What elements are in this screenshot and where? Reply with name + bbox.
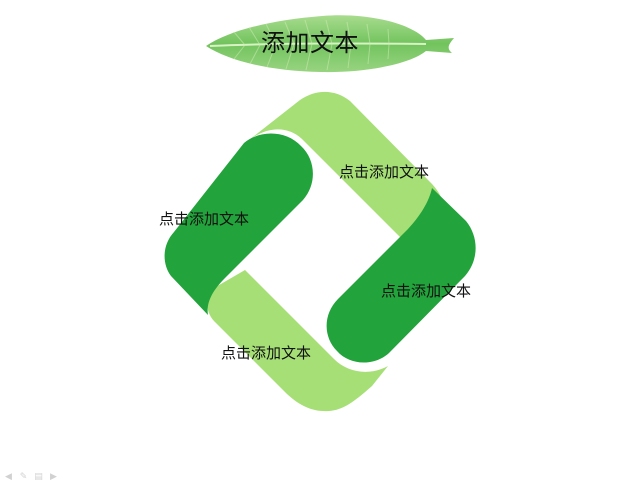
segment-label-left: 点击添加文本 xyxy=(159,210,250,228)
pen-icon[interactable]: ✎ xyxy=(19,472,28,482)
segment-right xyxy=(326,188,476,363)
segment-left xyxy=(164,133,313,315)
segment-bottom xyxy=(207,270,388,412)
leaf-title-background xyxy=(206,15,454,73)
menu-icon[interactable]: ▤ xyxy=(34,472,43,482)
slide-title: 添加文本 xyxy=(261,29,359,57)
arrow-right-icon[interactable]: ▶ xyxy=(50,472,57,482)
segment-label-right: 点击添加文本 xyxy=(381,282,472,300)
segment-label-bottom: 点击添加文本 xyxy=(221,344,312,362)
leaf-veins xyxy=(233,19,390,71)
segment-top-right xyxy=(249,91,444,238)
leaf-midrib xyxy=(209,42,427,47)
segment-label-top-right: 点击添加文本 xyxy=(339,163,430,181)
presentation-toolbar: ◀ ✎ ▤ ▶ xyxy=(4,473,58,483)
arrow-left-icon[interactable]: ◀ xyxy=(5,472,12,482)
diagram-segments xyxy=(164,91,476,412)
